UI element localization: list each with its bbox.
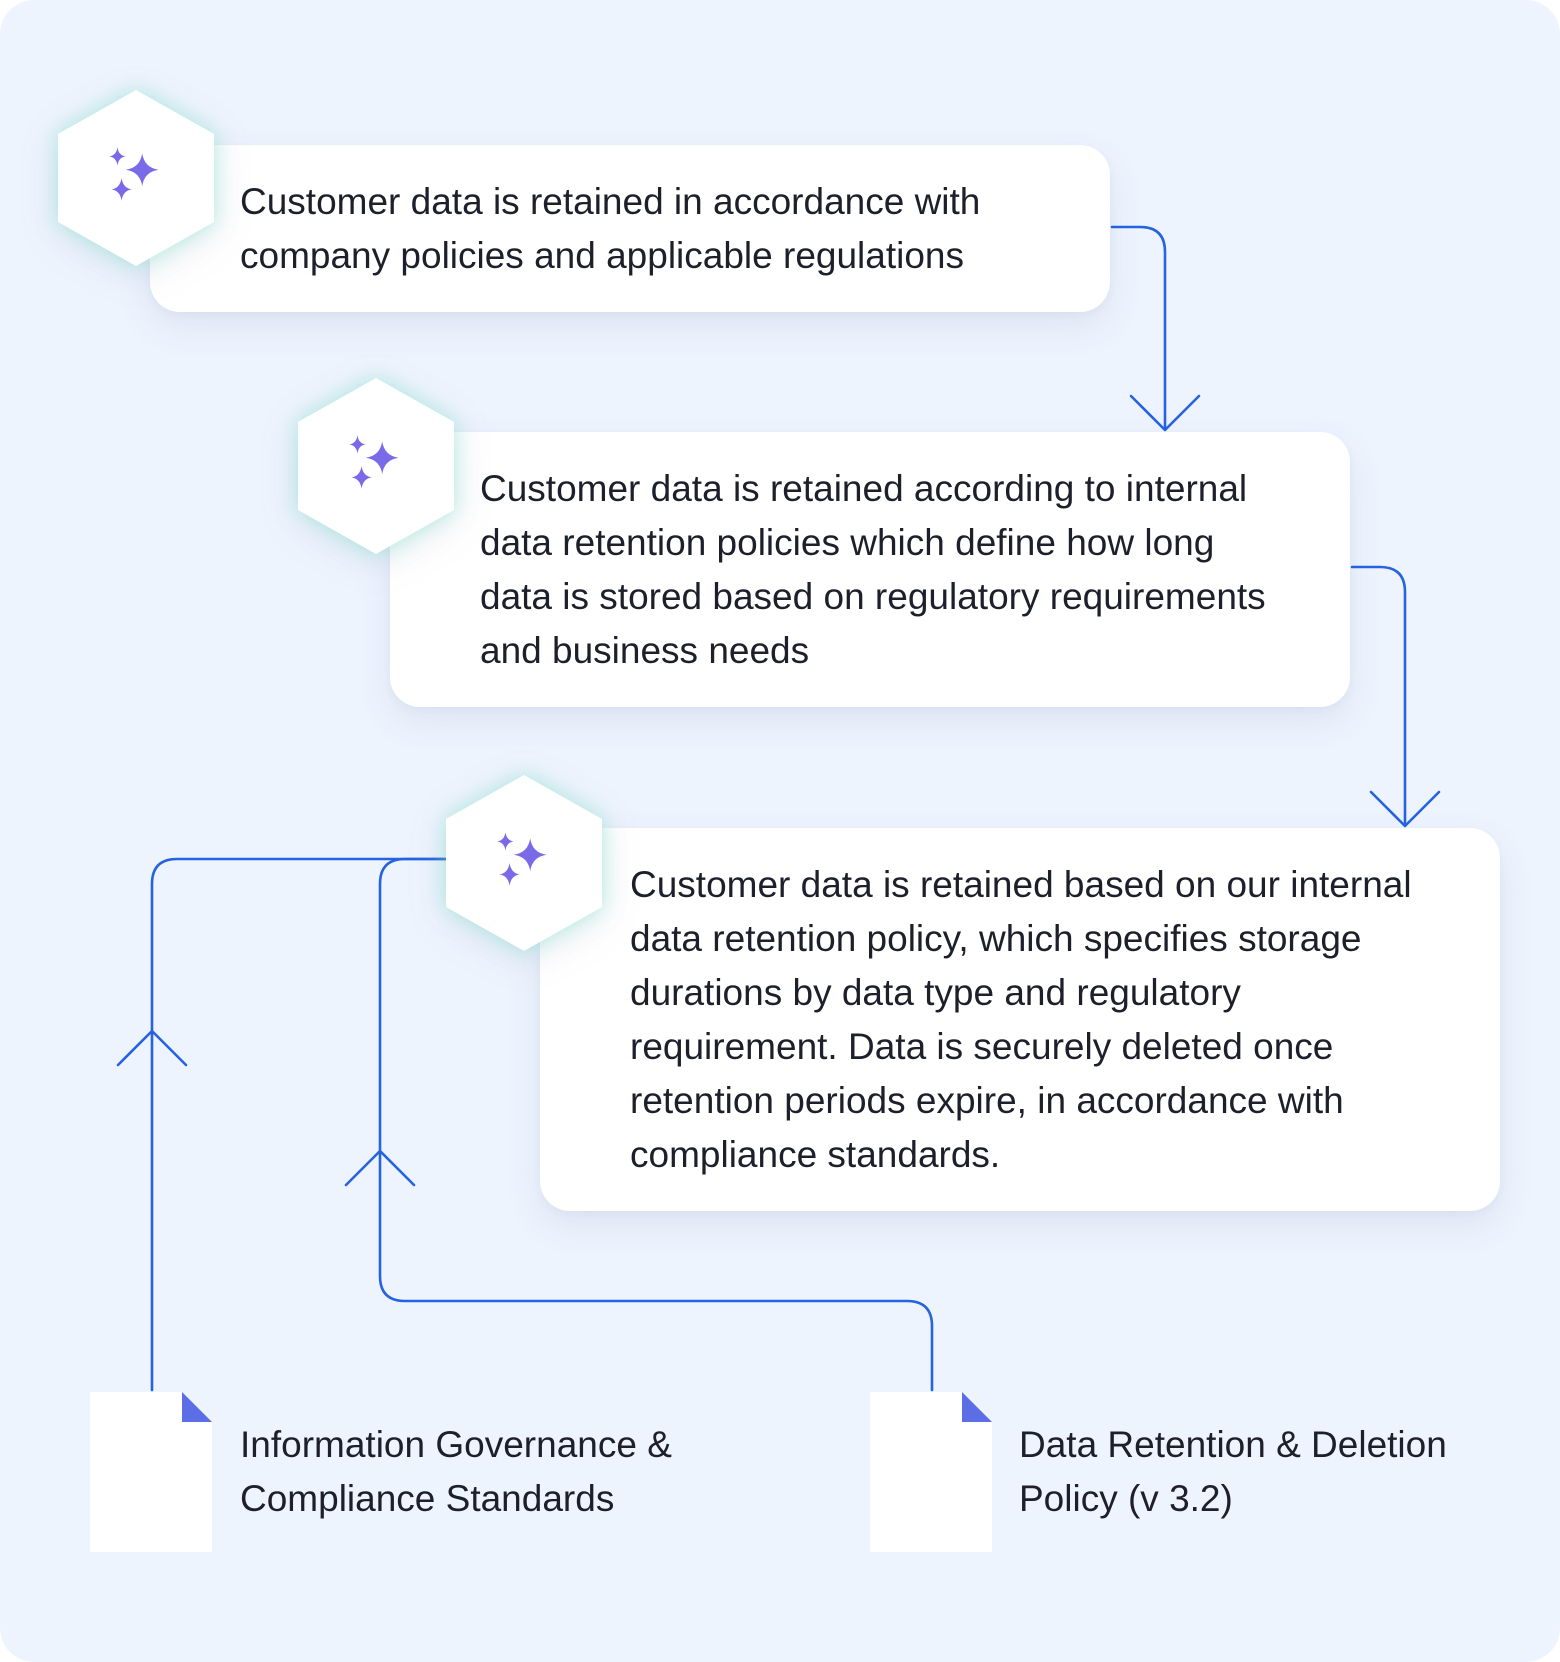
arrowhead-source1 (116, 1029, 188, 1067)
connector-card2-to-card3 (1350, 565, 1407, 826)
answer-badge-2 (298, 378, 454, 554)
source-label-1: Information Governance & Compliance Stan… (240, 1424, 672, 1519)
connector-source2-to-card3 (378, 857, 934, 1392)
hexagon-badge (58, 90, 214, 266)
connector-card1-to-card2 (1110, 225, 1167, 430)
connector-card2-arrowhead (1369, 790, 1441, 828)
answer-card-1-text: Customer data is retained in accordance … (240, 180, 981, 276)
arrowhead-source2 (344, 1149, 416, 1187)
answer-badge-3 (446, 775, 602, 951)
answer-card-2: Customer data is retained according to i… (390, 432, 1350, 707)
answer-card-3: Customer data is retained based on our i… (540, 828, 1500, 1211)
sparkles-icon (349, 435, 399, 489)
connector-source1-to-card3 (150, 857, 448, 1392)
answer-card-2-text: Customer data is retained according to i… (480, 467, 1266, 671)
hexagon-badge (298, 378, 454, 554)
arrowhead-card2-top (1129, 394, 1201, 432)
answer-card-1: Customer data is retained in accordance … (150, 145, 1110, 312)
answer-card-3-text: Customer data is retained based on our i… (630, 863, 1412, 1175)
hexagon-badge (446, 775, 602, 951)
sparkles-icon (497, 832, 547, 886)
source-label-2: Data Retention & Deletion Policy (v 3.2) (1019, 1424, 1447, 1519)
sparkles-icon (109, 147, 159, 201)
answer-badge-1 (58, 90, 214, 266)
